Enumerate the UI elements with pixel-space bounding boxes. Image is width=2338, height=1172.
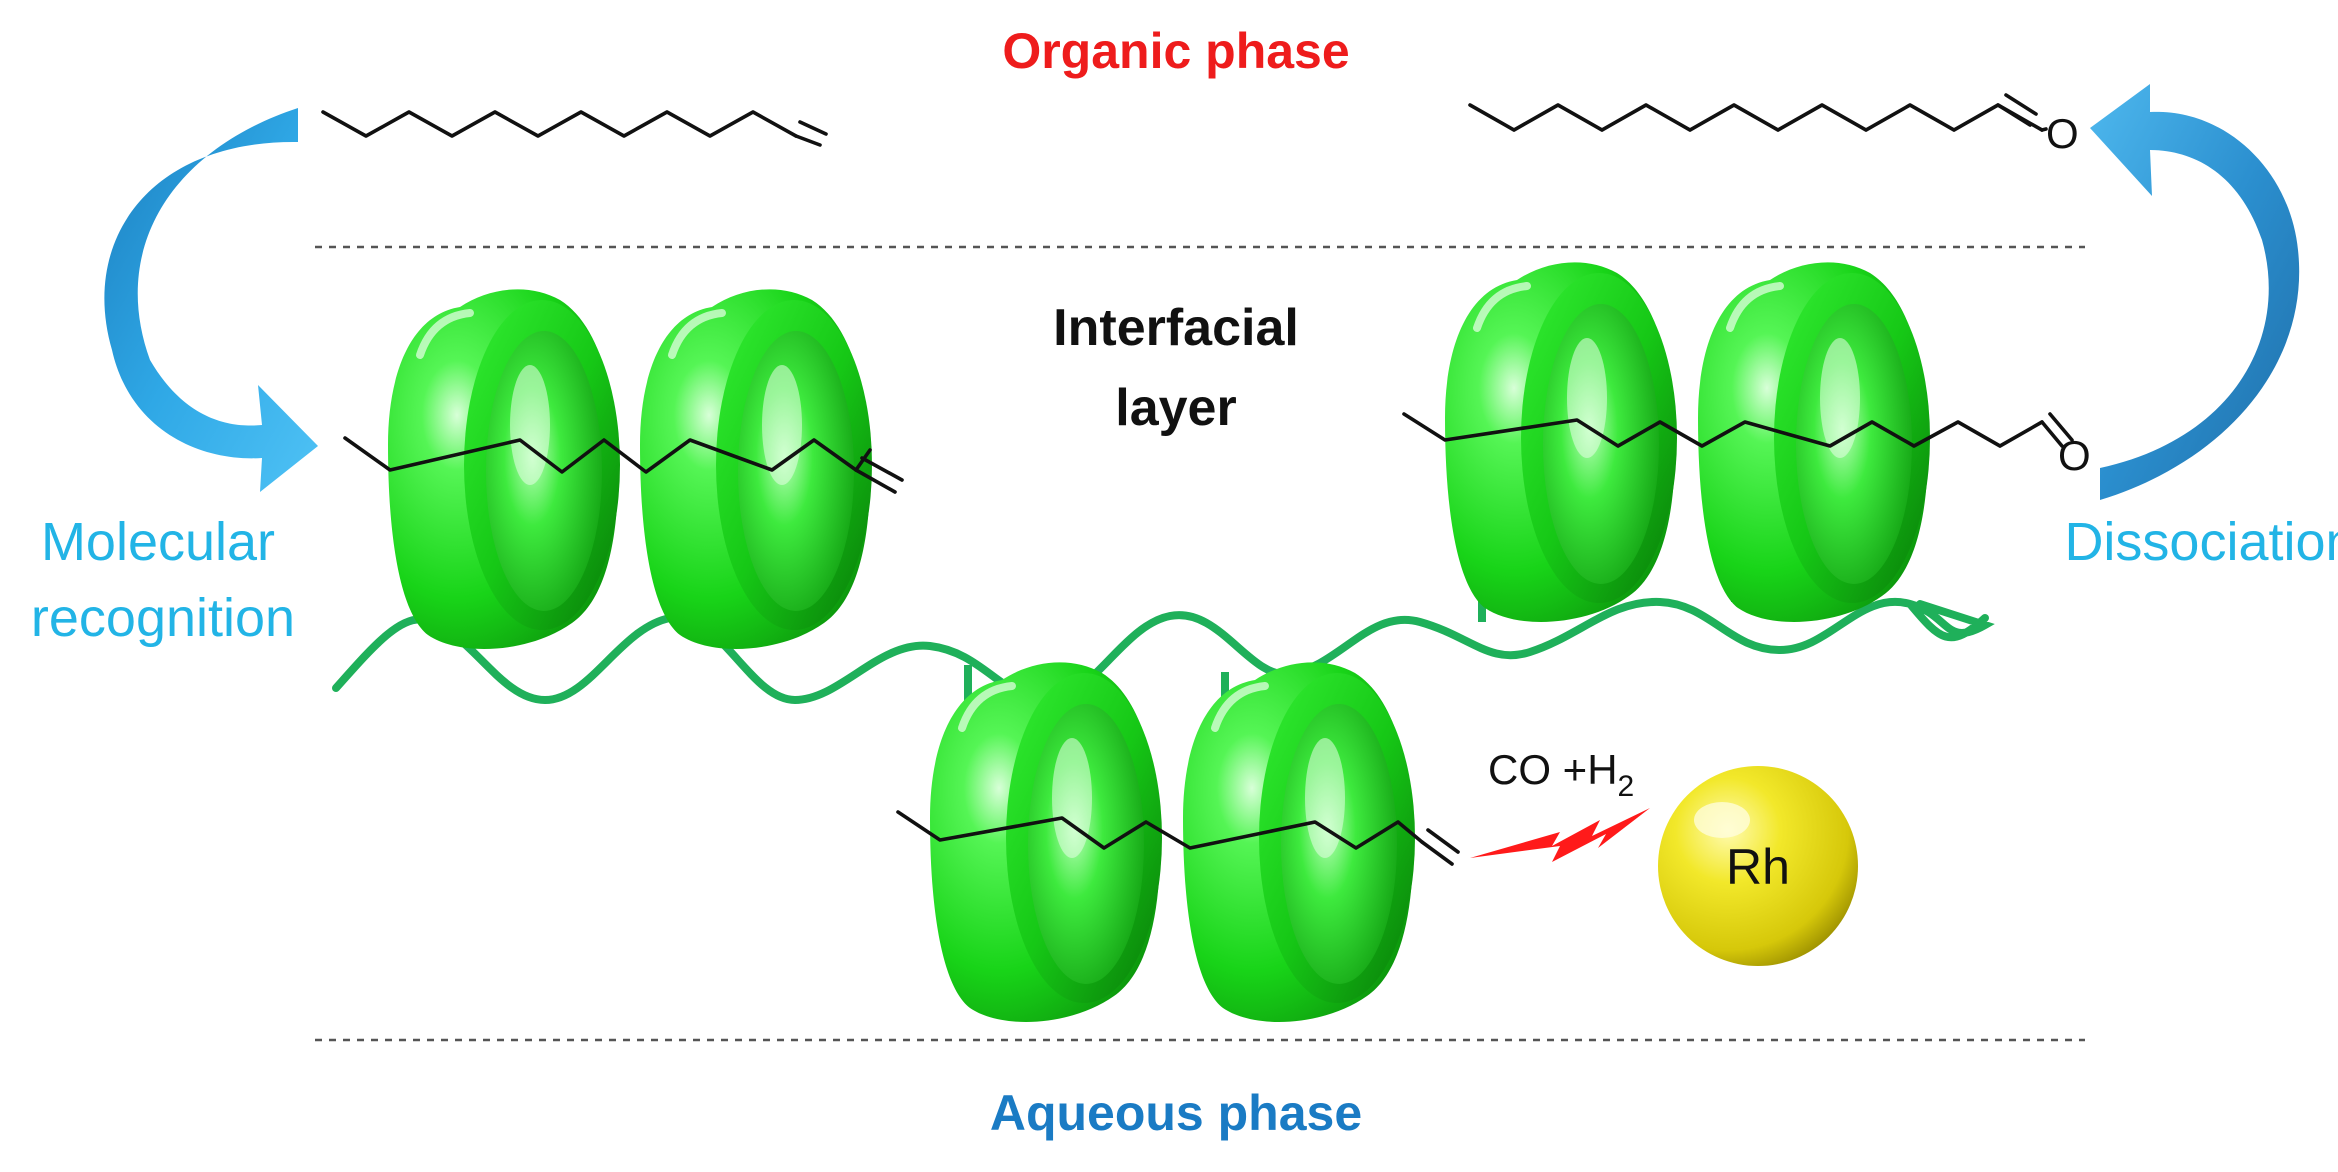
cyclodextrin-cone-icon [388, 289, 620, 649]
dissociation-arrow [2090, 84, 2300, 500]
rhodium-catalyst: Rh [1658, 766, 1858, 966]
host-guest-complex-lower [896, 662, 1460, 1022]
rhodium-label: Rh [1726, 839, 1790, 895]
interfacial-layer-label-line2: layer [1115, 379, 1236, 437]
lightning-bolt-icon [1470, 808, 1650, 862]
host-guest-complex-right: O [1402, 262, 2091, 622]
alkene-molecule-organic [321, 110, 828, 147]
oxygen-atom-label-complex: O [2058, 432, 2091, 479]
dissociation-label: Dissociation [2064, 512, 2338, 572]
molecular-recognition-arrow [104, 108, 318, 492]
aqueous-phase-label: Aqueous phase [990, 1085, 1362, 1141]
aldehyde-molecule-organic: O [1468, 93, 2079, 157]
polymer-backbone [332, 597, 1995, 705]
host-guest-complex-left [343, 289, 904, 649]
organic-phase-label: Organic phase [1002, 23, 1349, 79]
cyclodextrin-cone-icon [1445, 262, 1677, 622]
reagent-label: CO +H2 [1488, 746, 1634, 803]
molecular-recognition-label-line2: recognition [31, 588, 295, 648]
cyclodextrin-cone-icon [930, 662, 1162, 1022]
cyclodextrin-cone-icon [640, 289, 872, 649]
oxygen-atom-label: O [2046, 110, 2079, 157]
molecular-recognition-label-line1: Molecular [41, 512, 275, 572]
interfacial-layer-label-line1: Interfacial [1053, 299, 1299, 357]
